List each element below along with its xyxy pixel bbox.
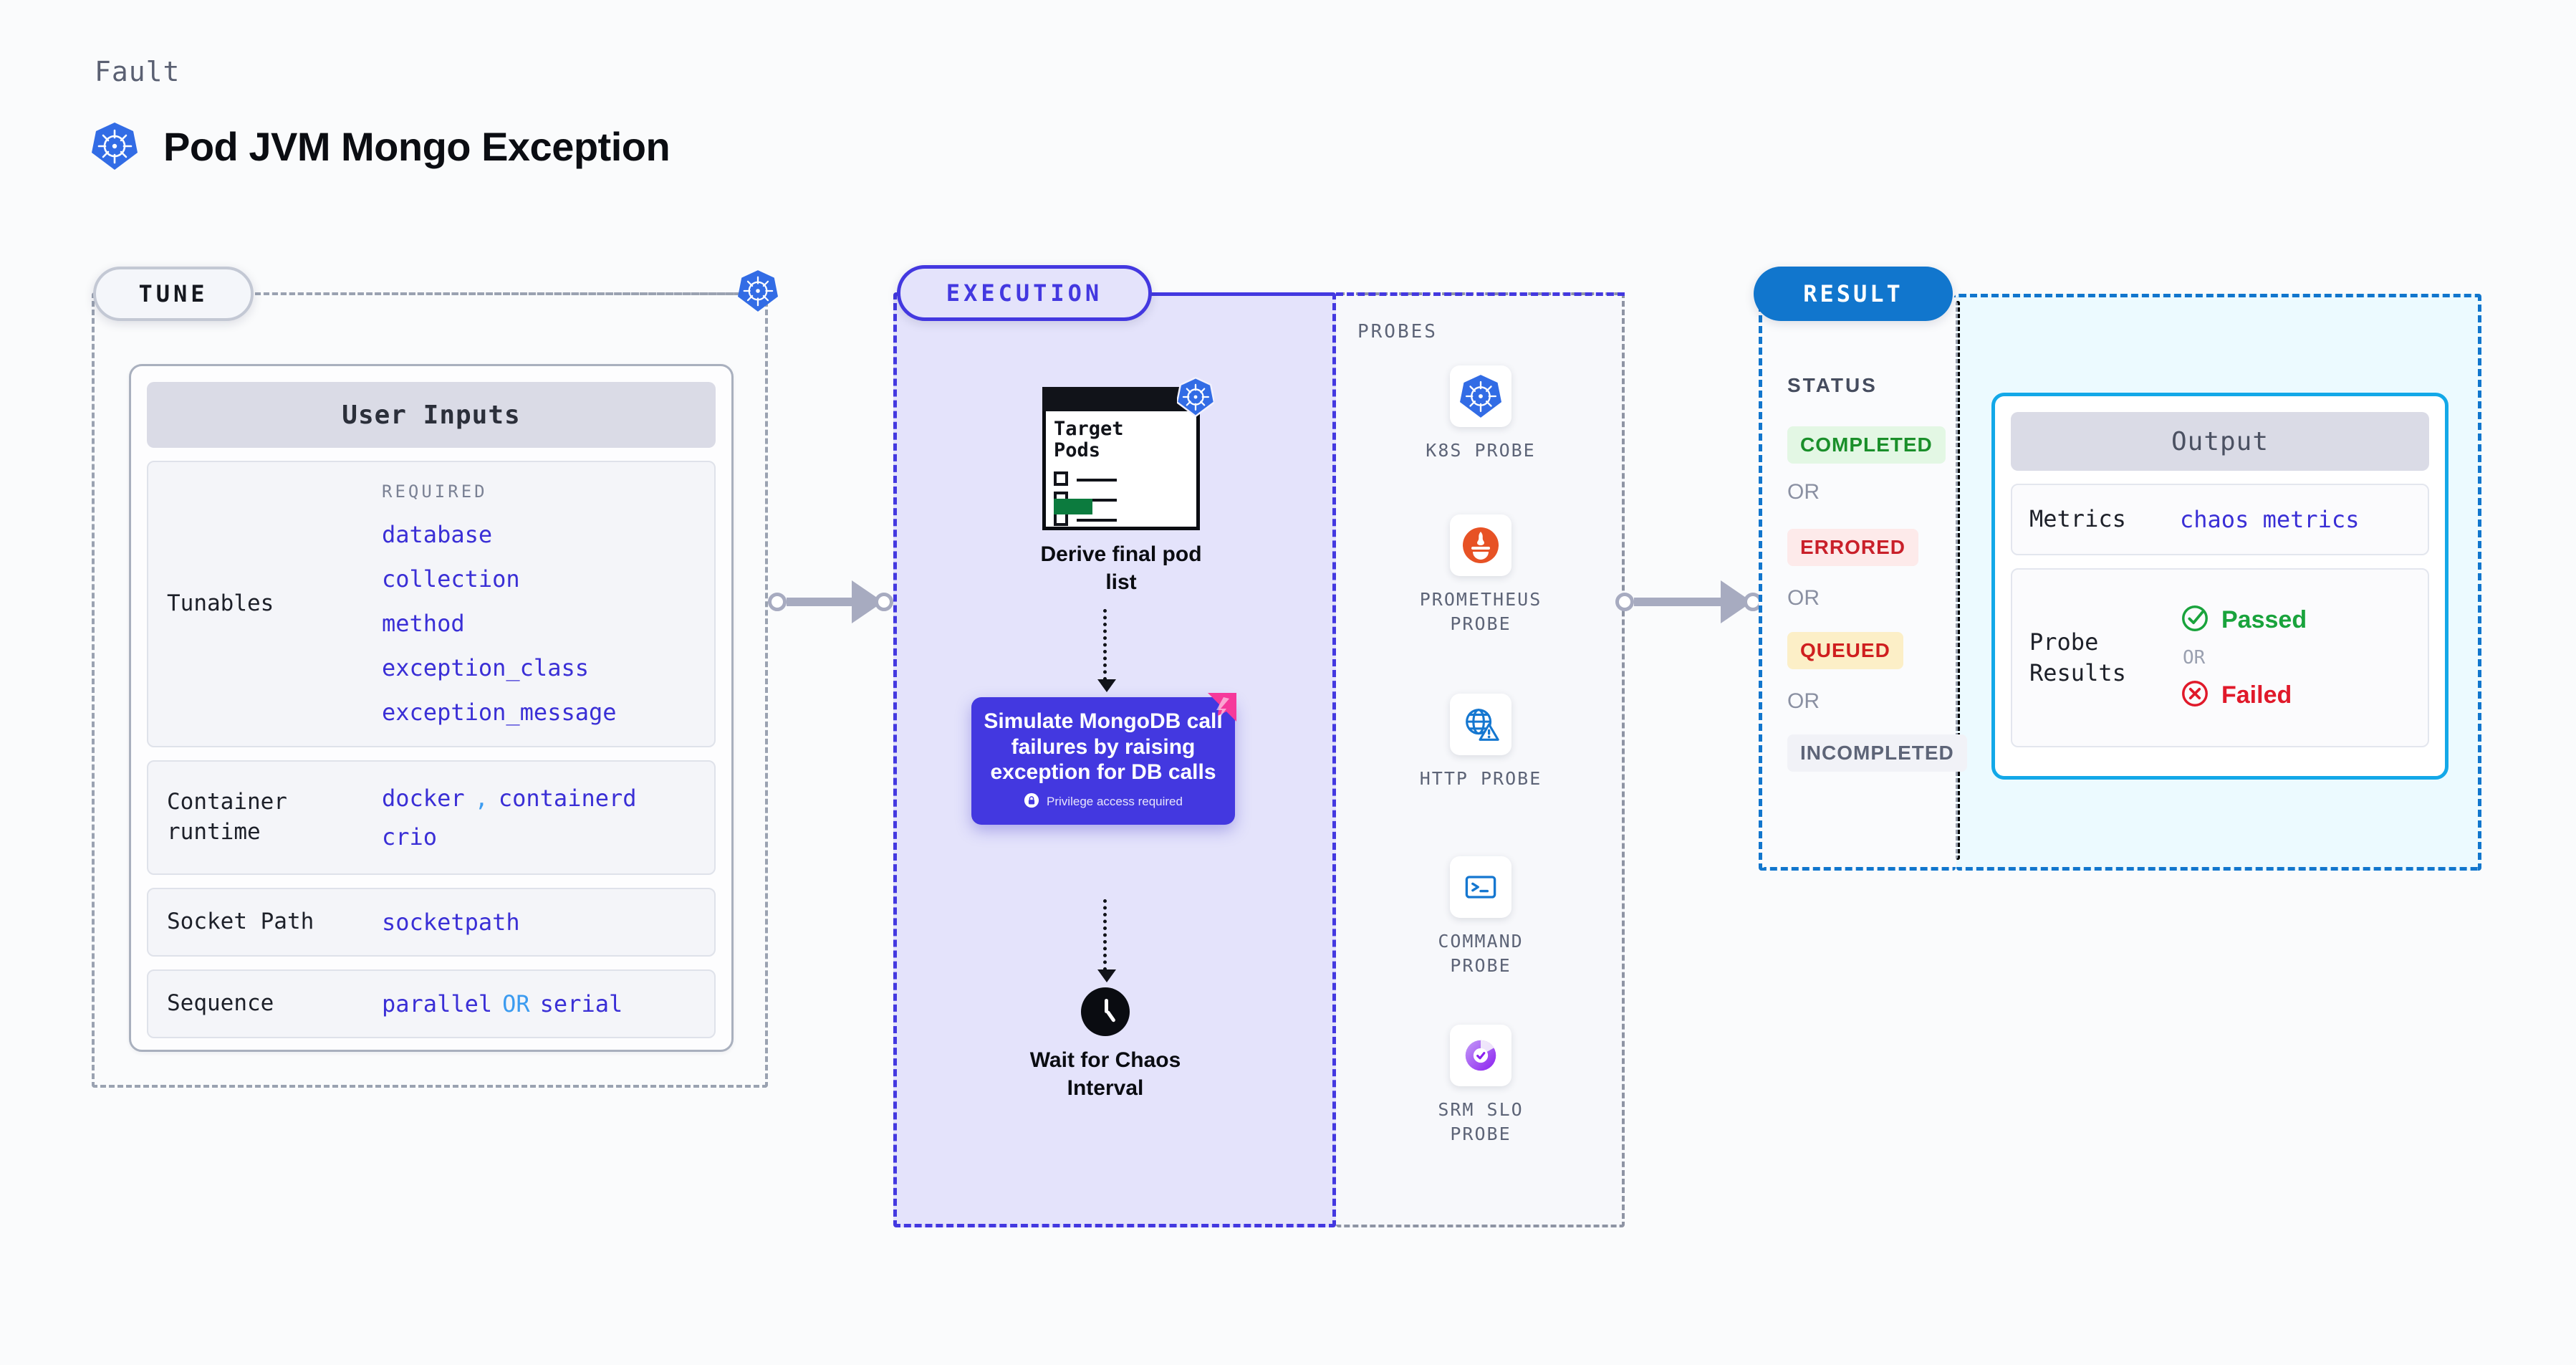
tunable-exception-message[interactable]: exception_message	[382, 699, 617, 726]
sequence-label: Sequence	[167, 990, 274, 1017]
probe-label: SRM SLO PROBE	[1438, 1099, 1524, 1144]
socket-path-row: Socket Path socketpath	[147, 888, 716, 957]
srm-slo-donut-icon	[1450, 1025, 1512, 1086]
probe-srm-slo[interactable]: SRM SLO PROBE	[1402, 1025, 1559, 1146]
probe-label: PROMETHEUS PROBE	[1419, 589, 1542, 634]
probe-http[interactable]: HTTP PROBE	[1402, 694, 1559, 791]
sequence-or: OR	[502, 990, 530, 1017]
probe-prometheus[interactable]: PROMETHEUS PROBE	[1402, 514, 1559, 636]
tunable-exception-class[interactable]: exception_class	[382, 654, 589, 681]
socket-path-value[interactable]: socketpath	[382, 909, 520, 936]
page-title: Pod JVM Mongo Exception	[163, 123, 671, 169]
probes-title: PROBES	[1357, 321, 1438, 343]
status-badge-completed: COMPLETED	[1787, 426, 1946, 464]
privilege-note: Privilege access required	[1024, 792, 1183, 812]
fault-kicker: Fault	[95, 56, 181, 87]
terminal-icon	[1450, 856, 1512, 918]
flow-arrow-2	[1097, 899, 1116, 982]
http-globe-warning-icon	[1450, 694, 1512, 755]
x-circle-icon	[2180, 679, 2210, 712]
status-badge-incompleted: INCOMPLETED	[1787, 734, 1967, 772]
connector-start-dot	[768, 593, 787, 611]
container-runtime-row: Container runtime docker , containerd cr…	[147, 760, 716, 875]
privilege-text: Privilege access required	[1047, 795, 1183, 809]
required-label: REQUIRED	[382, 482, 488, 502]
result-pill[interactable]: RESULT	[1754, 267, 1953, 321]
connector-execution-to-result	[1615, 580, 1762, 623]
runtime-containerd[interactable]: containerd	[498, 785, 637, 812]
probe-result-passed: Passed	[2180, 603, 2307, 637]
step-caption: Wait for Chaos Interval	[1029, 1048, 1181, 1100]
user-inputs-card: User Inputs Tunables REQUIRED database c…	[129, 364, 734, 1052]
runtime-docker[interactable]: docker	[382, 785, 465, 812]
connector-tune-to-execution	[768, 580, 893, 623]
kubernetes-icon	[92, 122, 138, 171]
status-or-1: OR	[1787, 480, 1820, 504]
connector-shaft	[787, 598, 853, 606]
tunable-collection[interactable]: collection	[382, 565, 520, 593]
tunable-database[interactable]: database	[382, 521, 493, 548]
status-badge-errored: ERRORED	[1787, 529, 1919, 566]
runtime-separator: ,	[474, 785, 489, 812]
execution-dash-connector	[1152, 292, 1625, 296]
tunable-method[interactable]: method	[382, 610, 465, 637]
kubernetes-icon	[738, 269, 778, 312]
clock-icon	[1081, 987, 1130, 1036]
output-title: Output	[2011, 412, 2429, 471]
probe-results-row: Probe Results Passed OR	[2011, 568, 2429, 747]
tune-dash-connector	[255, 292, 756, 295]
status-title: STATUS	[1787, 374, 1878, 396]
output-card: Output Metrics chaos metrics Probe Resul…	[1991, 393, 2448, 780]
tunables-row: Tunables REQUIRED database collection me…	[147, 461, 716, 747]
probe-result-or: OR	[2183, 647, 2206, 669]
step-simulate-mongodb-failure[interactable]: Simulate MongoDB call failures by raisin…	[971, 693, 1236, 825]
result-region	[1759, 294, 1956, 871]
tune-pill[interactable]: TUNE	[93, 267, 254, 321]
lock-icon	[1024, 792, 1039, 812]
metrics-value[interactable]: chaos metrics	[2180, 506, 2360, 533]
user-inputs-title: User Inputs	[147, 382, 716, 448]
metrics-label: Metrics	[2029, 505, 2126, 533]
connector-start-dot	[1615, 593, 1634, 611]
sequence-parallel[interactable]: parallel	[382, 990, 493, 1017]
container-runtime-label: Container runtime	[167, 789, 287, 845]
probe-label: K8S PROBE	[1426, 440, 1536, 461]
step-caption: Simulate MongoDB call failures by raisin…	[984, 709, 1223, 785]
tunables-label: Tunables	[167, 590, 274, 617]
flow-arrow-1	[1097, 609, 1116, 692]
probe-label: HTTP PROBE	[1419, 768, 1542, 789]
passed-label: Passed	[2221, 606, 2307, 633]
metrics-row: Metrics chaos metrics	[2011, 484, 2429, 555]
probe-command[interactable]: COMMAND PROBE	[1402, 856, 1559, 978]
prometheus-icon	[1450, 514, 1512, 576]
probe-k8s[interactable]: K8S PROBE	[1402, 365, 1559, 463]
failed-label: Failed	[2221, 681, 2292, 709]
status-badge-queued: QUEUED	[1787, 632, 1903, 669]
check-circle-icon	[2180, 603, 2210, 637]
socket-path-label: Socket Path	[167, 909, 314, 935]
step-wait-for-chaos-interval: Wait for Chaos Interval	[1024, 987, 1186, 1102]
execution-pill[interactable]: EXECUTION	[897, 265, 1152, 321]
page-title-row: Pod JVM Mongo Exception	[92, 122, 671, 171]
kubernetes-icon	[1176, 376, 1216, 421]
status-or-3: OR	[1787, 689, 1820, 713]
connector-end-dot	[875, 593, 893, 611]
kubernetes-icon	[1450, 365, 1512, 427]
probe-label: COMMAND PROBE	[1438, 931, 1524, 976]
step-caption: Derive final pod list	[1040, 542, 1202, 594]
result-divider	[1956, 301, 1960, 860]
probe-result-failed: Failed	[2180, 679, 2307, 712]
sequence-row: Sequence parallel OR serial	[147, 969, 716, 1038]
ribbon-icon	[1205, 690, 1239, 724]
status-or-2: OR	[1787, 586, 1820, 610]
sequence-serial[interactable]: serial	[539, 990, 623, 1017]
runtime-crio[interactable]: crio	[382, 823, 438, 851]
connector-shaft	[1634, 598, 1722, 606]
probe-results-label: Probe Results	[2029, 628, 2126, 686]
